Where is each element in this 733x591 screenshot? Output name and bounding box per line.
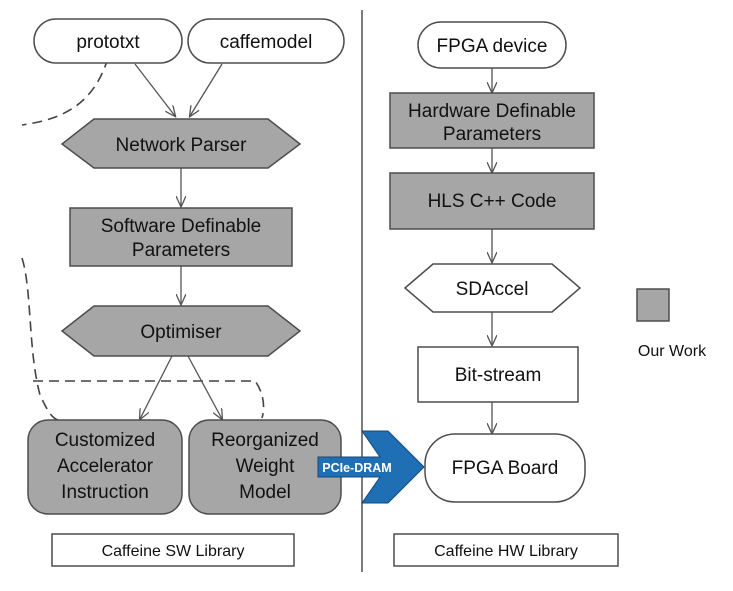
dashed-boundary-top xyxy=(21,57,109,126)
sw-params-line-1: Software Definable xyxy=(101,216,262,237)
arrow-optimiser-reorganized xyxy=(187,355,222,419)
arrow-prototxt-parser xyxy=(134,63,175,116)
arrow-caffemodel-parser xyxy=(190,63,223,116)
customized-line-1: Customized xyxy=(55,430,155,451)
bitstream-node: Bit-stream xyxy=(417,346,579,403)
fpga-device-node: FPGA device xyxy=(417,21,567,69)
sw-params-line-2: Parameters xyxy=(132,240,230,261)
prototxt-label: prototxt xyxy=(76,32,140,53)
customized-instruction-node: Customized Accelerator Instruction xyxy=(27,419,183,515)
caffemodel-node: caffemodel xyxy=(187,18,345,64)
prototxt-node: prototxt xyxy=(33,18,183,64)
caffemodel-label: caffemodel xyxy=(220,32,313,53)
optimiser-node: Optimiser xyxy=(60,305,302,357)
legend-swatch xyxy=(636,288,670,322)
hw-library-label: Caffeine HW Library xyxy=(434,543,578,560)
sdaccel-label: SDAccel xyxy=(456,279,529,300)
reorganized-line-1: Reorganized xyxy=(211,430,319,451)
reorganized-line-2: Weight xyxy=(236,456,296,477)
fpga-device-label: FPGA device xyxy=(437,36,548,57)
fpga-board-node: FPGA Board xyxy=(424,433,586,503)
arrow-optimiser-customized xyxy=(140,355,173,419)
bitstream-label: Bit-stream xyxy=(455,365,542,386)
hw-definable-params-node: Hardware Definable Parameters xyxy=(389,92,595,149)
customized-line-3: Instruction xyxy=(61,482,149,503)
sw-library-label: Caffeine SW Library xyxy=(102,543,245,560)
dashed-boundary-bottom xyxy=(21,257,265,421)
sw-definable-params-node: Software Definable Parameters xyxy=(69,207,293,267)
network-parser-node: Network Parser xyxy=(60,118,302,169)
hw-params-line-2: Parameters xyxy=(443,124,541,145)
hw-library-label-box: Caffeine HW Library xyxy=(393,533,619,567)
pcie-dram-label: PCIe-DRAM xyxy=(322,461,391,475)
sw-library-label-box: Caffeine SW Library xyxy=(51,533,295,567)
sdaccel-node: SDAccel xyxy=(403,263,582,313)
legend-our-work-label: Our Work xyxy=(638,343,707,360)
legend: Our Work xyxy=(636,288,707,360)
hw-params-line-1: Hardware Definable xyxy=(408,101,576,122)
hls-label: HLS C++ Code xyxy=(428,191,557,212)
network-parser-label: Network Parser xyxy=(116,135,248,156)
reorganized-line-3: Model xyxy=(239,482,291,503)
hls-code-node: HLS C++ Code xyxy=(389,172,595,230)
fpga-board-label: FPGA Board xyxy=(452,458,559,479)
customized-line-2: Accelerator xyxy=(57,456,154,477)
pcie-dram-arrow: PCIe-DRAM xyxy=(317,430,425,504)
optimiser-label: Optimiser xyxy=(140,322,222,343)
